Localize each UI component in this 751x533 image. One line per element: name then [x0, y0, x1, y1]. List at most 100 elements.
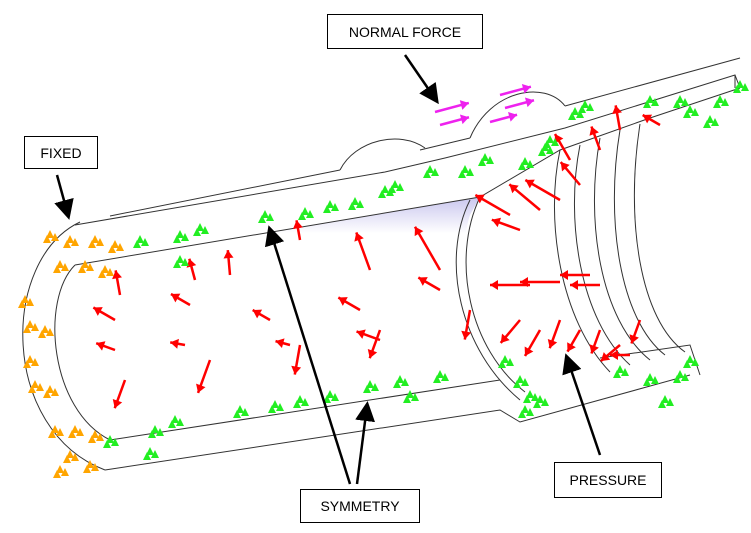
fixed-label: FIXED: [24, 136, 98, 169]
symmetry-marker: [673, 95, 689, 108]
symmetry-marker: [193, 223, 209, 236]
fixed-marker: [88, 235, 104, 248]
pressure-arrow: [92, 306, 116, 322]
fixed-marker: [53, 260, 69, 273]
pressure-arrow: [112, 270, 122, 296]
pressure-arrow: [417, 276, 441, 292]
fixed-marker: [48, 425, 64, 438]
pressure-arrow: [196, 359, 212, 394]
symmetry-leader-top: [264, 225, 352, 485]
symmetry-marker: [658, 395, 674, 408]
symmetry-marker: [683, 355, 699, 368]
symmetry-marker: [173, 255, 189, 268]
fixed-marker: [83, 460, 99, 473]
normal-force-arrow: [489, 111, 518, 124]
fixed-marker: [98, 265, 114, 278]
pressure-arrow: [600, 344, 621, 363]
symmetry-marker: [323, 200, 339, 213]
symmetry-marker: [173, 230, 189, 243]
symmetry-marker: [148, 425, 164, 438]
pressure-arrow: [589, 126, 602, 151]
fixed-marker: [23, 355, 39, 368]
pressure-arrow: [499, 319, 521, 344]
pressure-arrow: [337, 296, 361, 312]
symmetry-marker: [393, 375, 409, 388]
symmetry-marker: [363, 380, 379, 393]
pressure-arrow: [612, 105, 622, 131]
fixed-marker: [68, 425, 84, 438]
symmetry-marker: [613, 365, 629, 378]
pressure-label: PRESSURE: [554, 462, 662, 498]
pressure-arrow: [589, 329, 602, 354]
fixed-marker: [78, 260, 94, 273]
pressure-arrow: [474, 193, 511, 217]
pressure-arrow: [223, 249, 234, 276]
normal-force-leader: [403, 54, 439, 105]
symmetry-marker: [268, 400, 284, 413]
pressure-arrow: [629, 319, 642, 344]
symmetry-marker: [518, 405, 534, 418]
symmetry-marker: [543, 135, 559, 148]
symmetry-marker: [703, 115, 719, 128]
pressure-arrow: [291, 344, 302, 375]
symmetry-marker: [258, 210, 274, 223]
symmetry-marker: [533, 395, 549, 408]
symmetry-marker: [423, 165, 439, 178]
symmetry-marker: [458, 165, 474, 178]
pressure-arrow: [547, 319, 562, 349]
pressure-arrow: [95, 341, 116, 352]
pressure-arrow: [413, 226, 442, 271]
pressure-arrow: [490, 280, 530, 290]
pressure-arrow: [553, 133, 572, 161]
pressure-arrow: [523, 329, 542, 357]
fixed-marker: [43, 230, 59, 243]
symmetry-marker: [403, 390, 419, 403]
pressure-arrow: [560, 270, 590, 280]
pressure-arrow: [570, 280, 600, 290]
normal-force-label: NORMAL FORCE: [327, 14, 483, 49]
pressure-arrow: [524, 178, 561, 202]
symmetry-marker: [143, 447, 159, 460]
symmetry-label: SYMMETRY: [300, 489, 420, 523]
symmetry-marker: [498, 355, 514, 368]
fixed-marker: [63, 235, 79, 248]
symmetry-marker: [683, 105, 699, 118]
pressure-arrow: [610, 350, 630, 360]
pressure-arrow: [112, 379, 127, 409]
pressure-arrow: [354, 231, 372, 271]
pressure-arrow: [186, 258, 197, 281]
fixed-marker: [63, 450, 79, 463]
pressure-arrow: [252, 308, 271, 322]
symmetry-marker: [233, 405, 249, 418]
symmetry-marker: [568, 107, 584, 120]
pressure-arrow: [520, 277, 560, 287]
symmetry-marker: [103, 435, 119, 448]
fixed-marker: [38, 325, 54, 338]
symmetry-marker: [513, 375, 529, 388]
pressure-arrow: [559, 161, 581, 186]
fixed-marker: [88, 430, 104, 443]
fixed-marker: [23, 320, 39, 333]
normal-force-arrow: [434, 100, 470, 114]
symmetry-marker: [388, 180, 404, 193]
pressure-arrow: [566, 329, 582, 353]
symmetry-marker: [518, 157, 534, 170]
symmetry-marker: [578, 100, 594, 113]
pressure-arrow: [461, 309, 472, 340]
symmetry-marker: [168, 415, 184, 428]
fixed-marker: [18, 295, 34, 308]
fixed-leader: [54, 174, 74, 220]
pressure-arrow: [642, 113, 661, 127]
normal-force-arrow: [439, 114, 470, 127]
pressure-arrow: [491, 217, 521, 232]
symmetry-marker: [733, 80, 749, 93]
fixed-marker: [108, 240, 124, 253]
pressure-leader: [562, 353, 602, 456]
symmetry-marker: [643, 373, 659, 386]
normal-force-arrow: [499, 83, 532, 97]
symmetry-marker: [133, 235, 149, 248]
symmetry-marker: [348, 197, 364, 210]
symmetry-marker: [478, 153, 494, 166]
